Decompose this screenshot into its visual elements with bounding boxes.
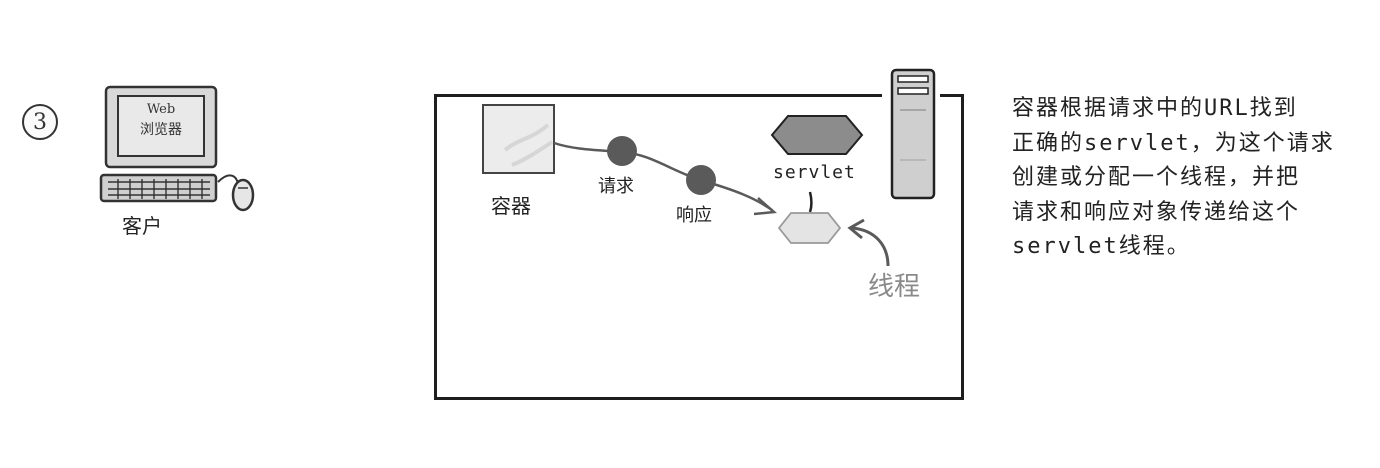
description-line: 请求和响应对象传递给这个 — [1012, 199, 1301, 225]
request-dot — [607, 136, 637, 166]
thread-hexagon-icon — [777, 212, 842, 244]
client-label: 客户 — [122, 214, 162, 238]
thread-label: 线程 — [868, 272, 921, 302]
thread-arrow — [851, 226, 890, 267]
monitor-text-web: Web — [147, 102, 175, 117]
response-label: 响应 — [676, 205, 712, 226]
request-response-path — [553, 141, 773, 212]
description-line: 正确的servlet，为这个请求 — [1012, 130, 1335, 156]
monitor-text-browser: 浏览器 — [140, 122, 182, 138]
servlet-connector — [808, 191, 813, 213]
request-label: 请求 — [598, 176, 634, 197]
monitor-screen — [117, 95, 205, 157]
step-number: 3 — [33, 109, 47, 135]
servlet-label: servlet — [773, 162, 856, 183]
container-box-icon — [482, 104, 555, 174]
server-tower-icon — [890, 68, 936, 200]
response-dot — [686, 165, 716, 195]
container-label: 容器 — [491, 194, 531, 218]
description-text: 容器根据请求中的URL找到 正确的servlet，为这个请求 创建或分配一个线程… — [1012, 92, 1367, 265]
container-frame — [434, 94, 964, 400]
description-line: 创建或分配一个线程，并把 — [1012, 165, 1301, 190]
description-line: servlet线程。 — [1012, 234, 1191, 259]
computer-icon: Web 浏览器 — [99, 85, 255, 212]
arrow-head — [753, 197, 777, 216]
step-number-badge: 3 — [22, 104, 58, 140]
servlet-hexagon-icon — [770, 115, 864, 155]
description-line: 容器根据请求中的URL找到 — [1012, 96, 1298, 121]
